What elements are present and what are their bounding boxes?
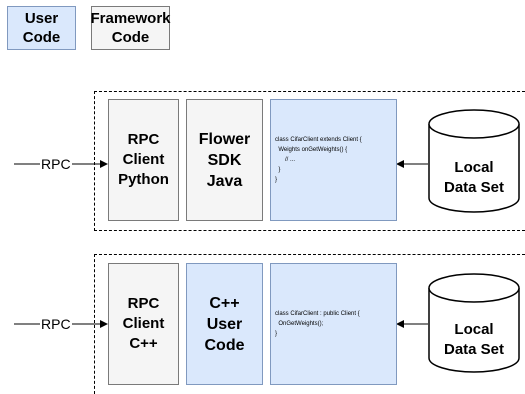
rpc-client-cpp-label: RPC Client C++ xyxy=(122,295,165,352)
dataset-cylinder-row2 xyxy=(428,273,520,373)
code-line: class CifarClient : public Client { xyxy=(275,311,360,317)
code-line: } xyxy=(275,331,278,337)
group-python-java xyxy=(94,91,525,231)
code-snippet-java: class CifarClient extends Client { Weigh… xyxy=(270,99,397,221)
legend-framework-code: Framework Code xyxy=(90,6,171,50)
rpc-label-row1: RPC xyxy=(40,156,72,172)
code-line: } xyxy=(275,177,278,183)
code-line: class CifarClient extends Client { xyxy=(275,137,362,143)
code-line: // ... xyxy=(275,157,296,163)
code-line: } xyxy=(275,167,281,173)
code-snippet-cpp: class CifarClient : public Client { OnGe… xyxy=(270,263,397,385)
cpp-user-code-label: C++ User Code xyxy=(204,294,245,354)
rpc-client-python: RPC Client Python xyxy=(108,99,179,221)
dataset-label-row2: Local Data Set xyxy=(443,321,505,358)
legend-user-code-label: User Code xyxy=(22,10,61,46)
dataset-cylinder-row1 xyxy=(428,109,520,213)
legend-framework-code-label: Framework Code xyxy=(90,10,171,46)
code-line: Weights onGetWeights() { xyxy=(275,147,348,153)
code-line: OnGetWeights(); xyxy=(275,321,324,327)
rpc-client-python-label: RPC Client Python xyxy=(118,131,169,188)
flower-sdk-java: Flower SDK Java xyxy=(186,99,263,221)
cpp-user-code: C++ User Code xyxy=(186,263,263,385)
dataset-label-row1: Local Data Set xyxy=(443,159,505,196)
flower-sdk-java-label: Flower SDK Java xyxy=(198,130,251,190)
rpc-client-cpp: RPC Client C++ xyxy=(108,263,179,385)
rpc-label-row2: RPC xyxy=(40,316,72,332)
legend-user-code: User Code xyxy=(7,6,76,50)
